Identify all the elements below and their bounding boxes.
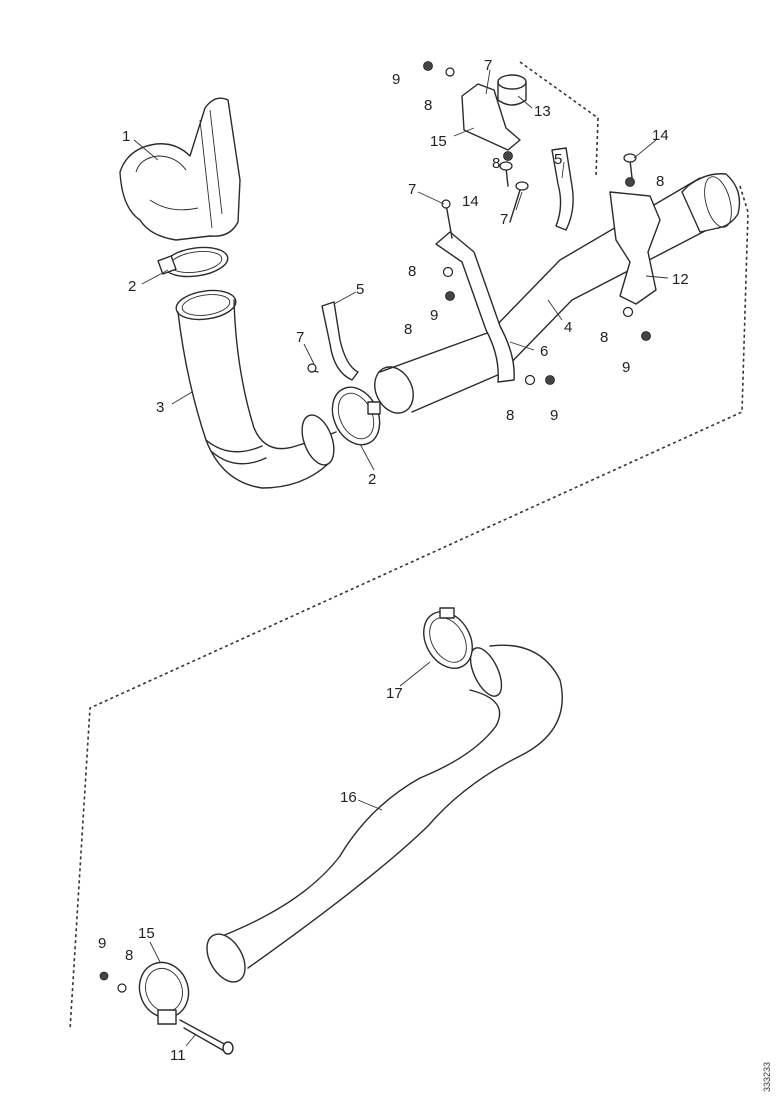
part-15-clamp-lower <box>138 961 190 1025</box>
callout-7: 7 <box>484 57 492 74</box>
callout-4: 4 <box>564 319 572 336</box>
callout-12: 12 <box>672 271 689 288</box>
part-5-bracket-left <box>321 301 359 381</box>
callout-11: 11 <box>170 1047 186 1064</box>
callout-2: 2 <box>368 471 376 488</box>
part-15-bracket-upper <box>461 83 521 151</box>
callout-8: 8 <box>506 407 514 424</box>
callout-9: 9 <box>430 307 438 324</box>
callout-2: 2 <box>128 278 136 295</box>
callout-8: 8 <box>424 97 432 114</box>
callout-7: 7 <box>500 211 508 228</box>
callout-9: 9 <box>550 407 558 424</box>
part-5-bracket-right <box>551 147 574 231</box>
reference-code: 333233 <box>762 1062 772 1092</box>
callout-8: 8 <box>408 263 416 280</box>
fasteners <box>99 61 651 993</box>
callout-5: 5 <box>356 281 364 298</box>
part-6-hanger <box>435 231 515 383</box>
part-16-tail-pipe <box>206 644 563 983</box>
callout-8: 8 <box>492 155 500 172</box>
callout-8: 8 <box>656 173 664 190</box>
part-13-bushing <box>497 74 527 106</box>
callout-14: 14 <box>652 127 669 144</box>
callout-8: 8 <box>600 329 608 346</box>
part-1-turbo-outlet <box>119 97 241 241</box>
callout-5: 5 <box>554 151 562 168</box>
callout-15: 15 <box>138 925 155 942</box>
callout-7: 7 <box>296 329 304 346</box>
callout-6: 6 <box>540 343 548 360</box>
part-2-clamp-lower <box>331 386 381 446</box>
part-12-rear-support <box>609 191 661 305</box>
callout-8: 8 <box>125 947 133 964</box>
leader-lines <box>133 69 669 1047</box>
part-17-clamp <box>423 607 473 669</box>
callout-labels: 1 2 2 3 4 5 5 6 7 7 7 7 8 8 8 8 8 8 8 8 … <box>98 57 689 1064</box>
callout-9: 9 <box>622 359 630 376</box>
callout-3: 3 <box>156 399 164 416</box>
part-11-bolt <box>179 1019 234 1055</box>
callout-7: 7 <box>408 181 416 198</box>
callout-1: 1 <box>122 128 130 145</box>
callout-9: 9 <box>392 71 400 88</box>
part-2-clamp-upper <box>157 246 229 278</box>
callout-15: 15 <box>430 133 447 150</box>
assembly-boundary <box>69 61 749 1031</box>
callout-9: 9 <box>98 935 106 952</box>
callout-16: 16 <box>340 789 357 806</box>
part-3-front-pipe <box>175 289 337 489</box>
callout-8: 8 <box>404 321 412 338</box>
callout-17: 17 <box>386 685 403 702</box>
callout-13: 13 <box>534 103 551 120</box>
callout-14: 14 <box>462 193 479 210</box>
